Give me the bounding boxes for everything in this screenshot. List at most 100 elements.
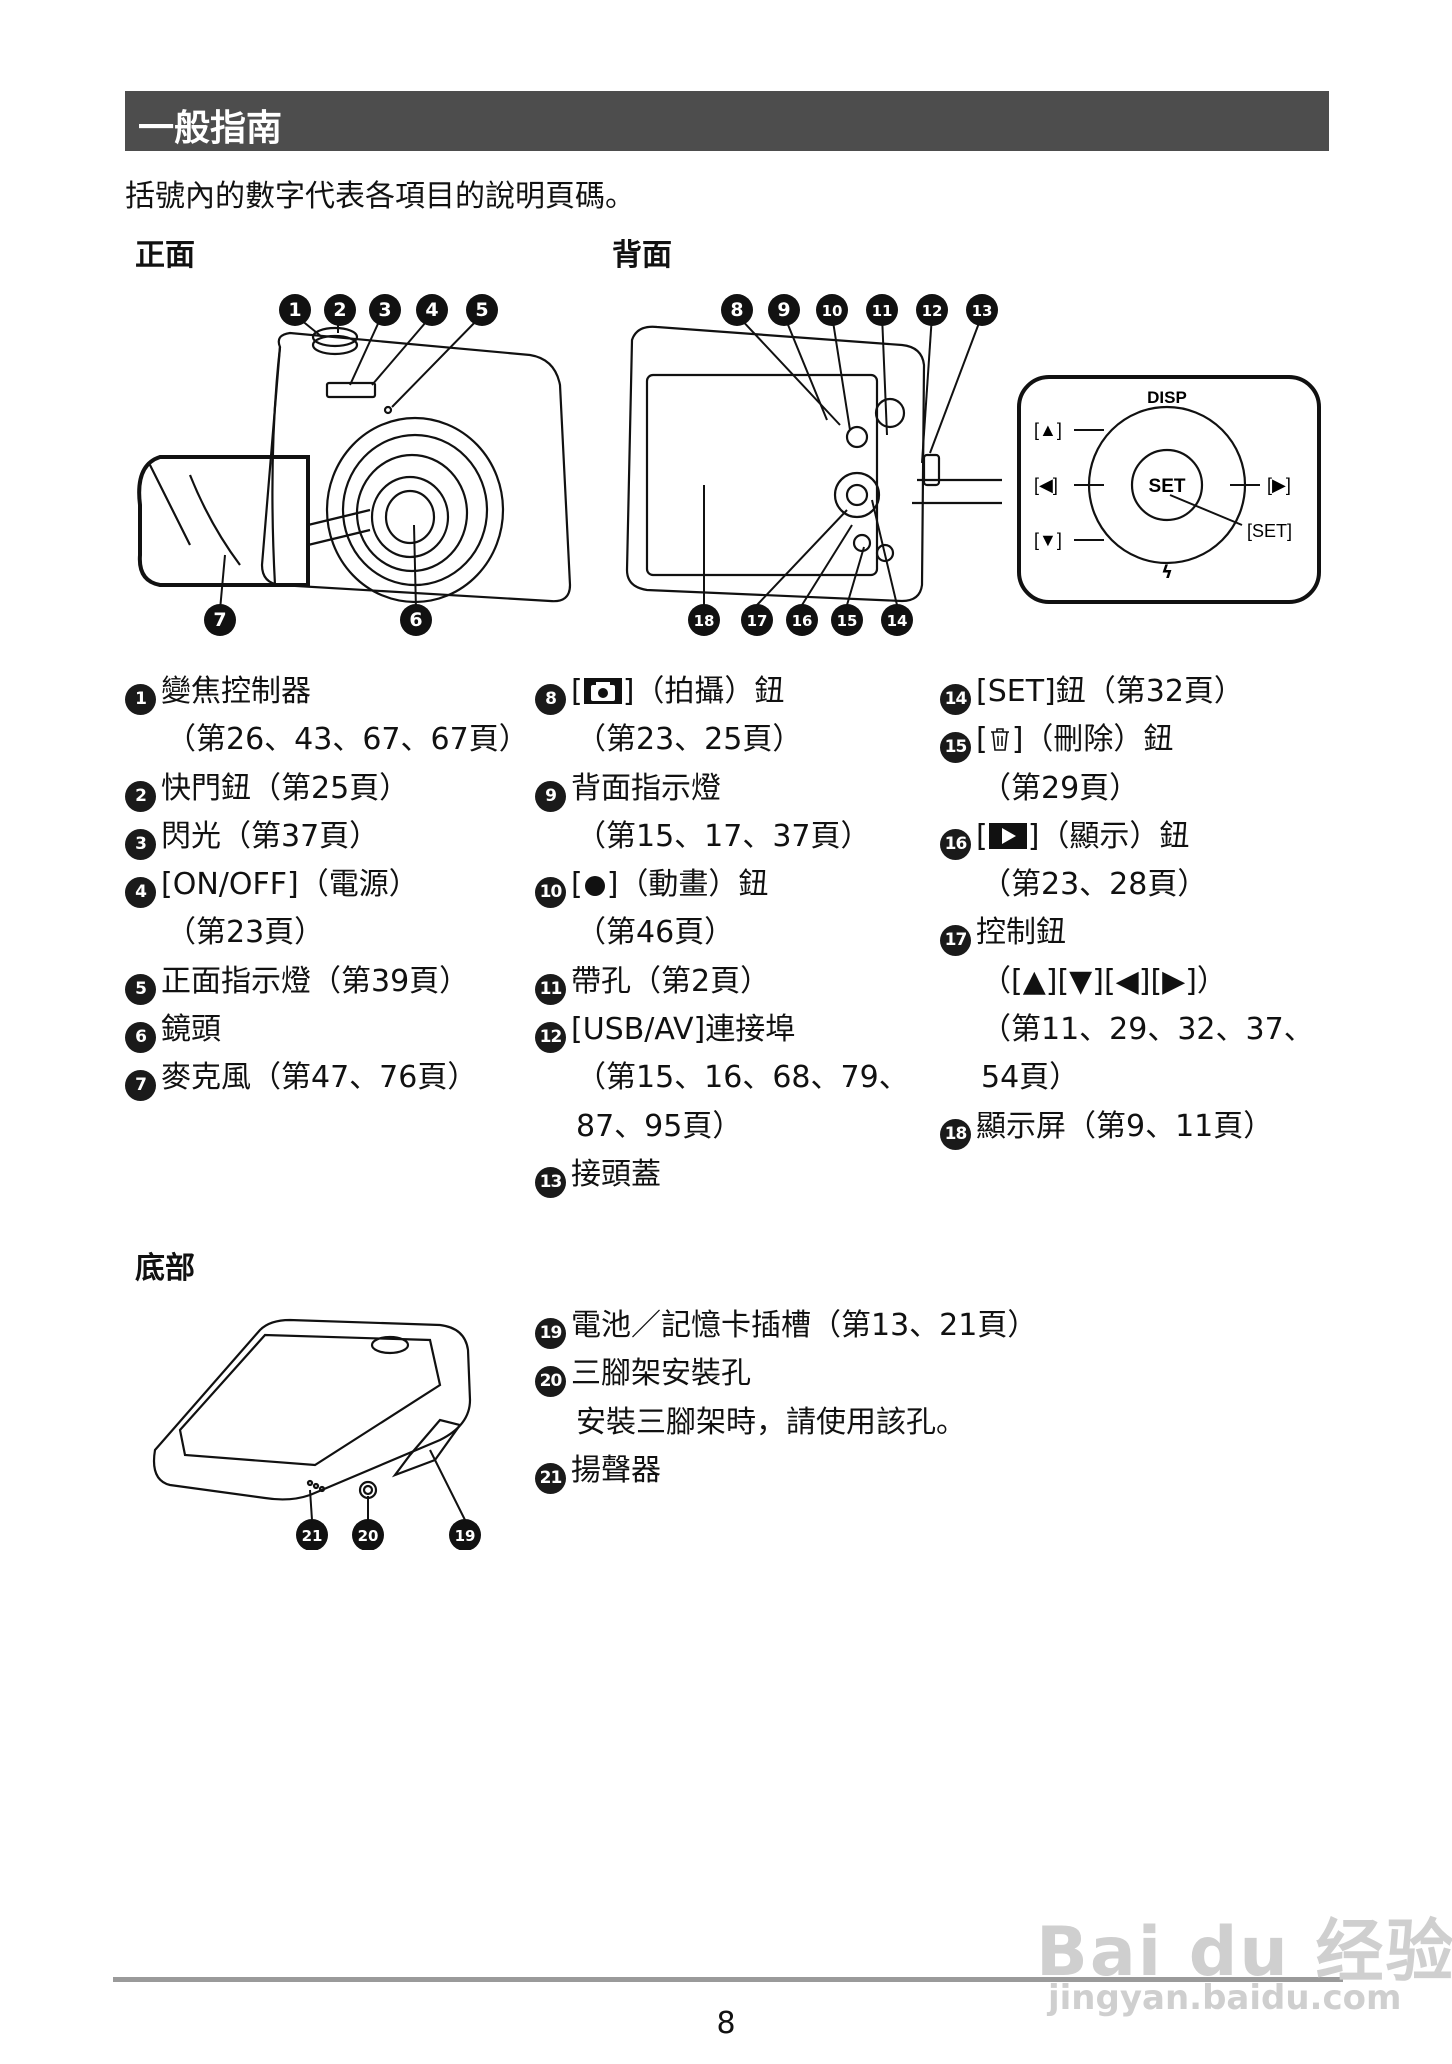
- item-text: （第46頁）: [576, 915, 735, 951]
- trash-icon: [988, 720, 1012, 768]
- svg-text:14: 14: [887, 612, 908, 630]
- item-number-badge: 3: [125, 828, 156, 860]
- svg-text:1: 1: [288, 299, 301, 321]
- item-number-badge: 8: [535, 684, 566, 715]
- list-item: 14[SET]鈕（第32頁）: [940, 668, 1314, 716]
- list-item: 16[]（顯示）鈕: [940, 813, 1314, 861]
- item-text: 顯示屏（第9、11頁）: [976, 1108, 1274, 1144]
- svg-text:20: 20: [358, 1527, 379, 1545]
- item-text: 正面指示燈（第39頁）: [161, 963, 470, 999]
- back-callout-8: 8: [721, 294, 753, 326]
- record-dot-icon: [583, 865, 607, 913]
- item-text: （第29頁）: [981, 770, 1140, 806]
- list-item: 87、95頁）: [535, 1103, 909, 1151]
- front-callout-3: 3: [369, 294, 401, 326]
- back-callout-17: 17: [741, 604, 773, 636]
- back-callout-13: 13: [966, 294, 998, 326]
- svg-text:12: 12: [922, 302, 943, 320]
- back-callout-15: 15: [831, 604, 863, 636]
- item-number-badge: 6: [125, 1022, 156, 1054]
- item-text: （第23頁）: [166, 915, 325, 951]
- list-item: 12[USB/AV]連接埠: [535, 1006, 909, 1054]
- list-item: （第15、16、68、79、: [535, 1054, 909, 1102]
- camera-icon: [583, 672, 623, 720]
- svg-text:21: 21: [302, 1527, 323, 1545]
- item-text: （第26、43、67、67頁）: [166, 722, 529, 758]
- list-item: 安裝三腳架時，請使用該孔。: [535, 1399, 1037, 1447]
- front-callout-1: 1: [279, 294, 311, 326]
- item-number-badge: 21: [535, 1462, 566, 1494]
- item-number-badge: 14: [940, 684, 971, 715]
- svg-text:10: 10: [822, 302, 843, 320]
- svg-text:19: 19: [455, 1527, 476, 1545]
- dial-set-bracket-label: [SET]: [1247, 521, 1292, 541]
- dial-disp-label: DISP: [1147, 388, 1187, 407]
- item-number-badge: 13: [535, 1166, 566, 1198]
- item-number-badge: 7: [125, 1070, 156, 1102]
- item-text: 變焦控制器: [161, 674, 311, 709]
- list-item: 4[ON/OFF]（電源）: [125, 861, 529, 909]
- item-text: （第15、17、37頁）: [576, 818, 871, 854]
- item-text: ]（顯示）鈕: [1027, 818, 1190, 854]
- item-text: 帶孔（第2頁）: [571, 963, 771, 999]
- item-text: [USB/AV]連接埠: [571, 1012, 796, 1048]
- bracket-open: [: [571, 674, 583, 709]
- svg-text:15: 15: [837, 612, 858, 630]
- bottom-callout-21: 21: [296, 1519, 328, 1550]
- item-text: 控制鈕: [976, 915, 1066, 951]
- item-number-badge: 20: [535, 1366, 566, 1398]
- item-text: 54頁）: [981, 1060, 1080, 1096]
- item-text: [ON/OFF]（電源）: [161, 867, 419, 903]
- watermark-sub-text: jingyan.baidu.com: [1048, 1978, 1402, 2018]
- front-callout-5: 5: [466, 294, 498, 326]
- item-number-badge: 4: [125, 877, 156, 909]
- list-item: （第23、25頁）: [535, 716, 909, 764]
- list-item: （第26、43、67、67頁）: [125, 716, 529, 764]
- bracket-open: [: [976, 818, 988, 854]
- svg-text:16: 16: [792, 612, 813, 630]
- item-number-badge: 19: [535, 1318, 566, 1349]
- dial-up-label: [▲]: [1034, 420, 1062, 440]
- item-number-badge: 2: [125, 780, 156, 812]
- list-item: （第29頁）: [940, 765, 1314, 813]
- back-callout-10: 10: [816, 294, 848, 326]
- dial-right-label: [▶]: [1267, 475, 1291, 495]
- item-text: 安裝三腳架時，請使用該孔。: [576, 1404, 966, 1440]
- list-item: 54頁）: [940, 1054, 1314, 1102]
- item-number-badge: 10: [535, 877, 566, 909]
- item-text: 三腳架安裝孔: [571, 1356, 751, 1392]
- play-icon: [988, 817, 1028, 865]
- back-label: 背面: [612, 238, 672, 273]
- watermark-main-text: Bai du 经验: [1036, 1913, 1452, 1992]
- bracket-open: [: [571, 867, 583, 903]
- bottom-callout-19: 19: [449, 1519, 481, 1550]
- item-number-badge: 9: [535, 780, 566, 812]
- section-title-bar: 一般指南: [125, 91, 1329, 151]
- item-text: ]（刪除）鈕: [1011, 722, 1174, 758]
- item-number-badge: 12: [535, 1022, 566, 1054]
- list-item: （第11、29、32、37、: [940, 1006, 1314, 1054]
- svg-text:8: 8: [730, 299, 743, 321]
- item-text: 麥克風（第47、76頁）: [161, 1060, 478, 1096]
- svg-text:18: 18: [694, 612, 715, 630]
- list-item: （第46頁）: [535, 909, 909, 957]
- item-text: （第23、28頁）: [981, 867, 1208, 903]
- svg-text:3: 3: [378, 299, 391, 321]
- item-text: ]（拍攝）鈕: [622, 674, 785, 709]
- front-label: 正面: [135, 238, 195, 273]
- svg-text:2: 2: [333, 299, 346, 321]
- back-callout-16: 16: [786, 604, 818, 636]
